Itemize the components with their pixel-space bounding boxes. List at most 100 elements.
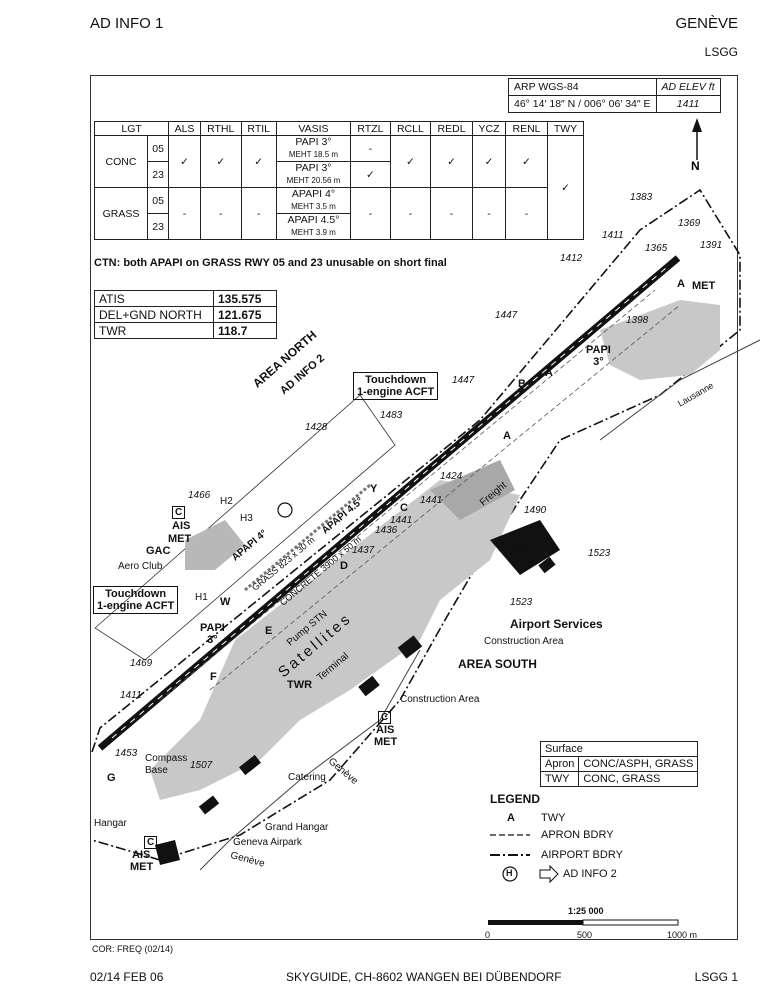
elev-1523-c: 1523: [510, 597, 533, 608]
surface-title: Surface: [539, 741, 699, 757]
building-block: [239, 754, 261, 776]
caution-note: CTN: both APAPI on GRASS RWY 05 and 23 u…: [94, 257, 447, 269]
construction-label-2: Construction Area: [400, 694, 480, 705]
legend-heliport-icon: [502, 866, 518, 882]
legend-adinfo: AD INFO 2: [563, 868, 617, 880]
icao-code: LSGG: [704, 45, 738, 59]
legend-arrow-icon: [539, 864, 559, 884]
airport-boundary: [91, 188, 741, 861]
road-geneve: [199, 649, 421, 871]
aero-club-label: Aero Club: [118, 561, 163, 572]
ycz-grass: -: [472, 187, 507, 240]
met-label-n: MET: [168, 533, 192, 545]
construction-label-1: Construction Area: [484, 636, 564, 647]
page-header-left: AD INFO 1: [90, 15, 164, 32]
apron-main: [150, 480, 520, 800]
twy-y-label: Y: [370, 483, 378, 495]
renl-grass: -: [505, 187, 548, 240]
meht-g23: MEHT 3.9 m: [291, 228, 336, 237]
page-header-right: GENÈVE: [675, 15, 738, 32]
area-south-label: AREA SOUTH: [458, 657, 537, 671]
footer-left: 02/14 FEB 06: [90, 970, 164, 984]
elev-1453: 1453: [115, 748, 138, 759]
surface-apron-val: CONC/ASPH, GRASS: [578, 756, 699, 772]
legend-a: A: [507, 812, 515, 824]
met-label-ne: MET: [692, 280, 716, 292]
scale-500: 500: [577, 930, 593, 940]
elev-1369: 1369: [678, 218, 701, 229]
elev-1398: 1398: [626, 315, 649, 326]
elev-1436: 1436: [375, 525, 398, 536]
area-north-box: [94, 394, 396, 661]
elev-1383: 1383: [630, 192, 653, 203]
ais-label-sw: AIS: [132, 849, 151, 861]
met-label-s: MET: [374, 736, 398, 748]
arp-title: ARP WGS-84: [508, 78, 657, 96]
elev-1437: 1437: [352, 545, 375, 556]
elev-1466: 1466: [188, 490, 211, 501]
renl-conc: ✓: [505, 135, 548, 188]
taxiway-parallel-2: [209, 304, 681, 691]
runway-centerline: [111, 267, 667, 739]
airport-services-label: Airport Services: [510, 617, 603, 631]
elev-1447-b: 1447: [452, 375, 475, 386]
ais-c-box: C: [172, 506, 186, 519]
legend-title: LEGEND: [490, 792, 541, 806]
col-rthl: RTHL: [199, 121, 242, 136]
elev-1469: 1469: [130, 658, 153, 669]
arp-table: ARP WGS-84 AD ELEV ft 46° 14′ 18″ N / 00…: [508, 78, 721, 113]
scale-bar: [488, 919, 679, 926]
twy-a-label-3: A: [677, 278, 685, 290]
vasis-c05-text: PAPI 3°: [295, 136, 332, 148]
surface-twy-val: CONC, GRASS: [578, 771, 699, 787]
twy-g-label: G: [107, 772, 116, 784]
north-label: N: [691, 159, 700, 173]
twy-w-label: W: [220, 596, 231, 608]
arp-coords: 46° 14′ 18″ N / 006° 06′ 34″ E: [508, 95, 657, 113]
ycz-conc: ✓: [472, 135, 507, 188]
rthl-conc: ✓: [199, 135, 242, 188]
apron-freight: [430, 460, 515, 520]
geneva-airpark-label: Geneva Airpark: [233, 837, 302, 848]
col-lgt: LGT: [93, 121, 170, 136]
elev-1441-b: 1441: [390, 515, 413, 526]
elev-1483: 1483: [380, 410, 403, 421]
correction-note: COR: FREQ (02/14): [92, 944, 174, 954]
h2-label: H2: [220, 496, 233, 507]
rcll-conc: ✓: [389, 135, 432, 188]
redl-grass: -: [430, 187, 474, 240]
chart-frame: [90, 75, 738, 940]
rwy-g23: 23: [147, 213, 170, 240]
north-arrow-icon: N: [691, 118, 702, 173]
ais-c-box-s: C: [378, 711, 392, 724]
elev-1411-n: 1411: [602, 230, 624, 241]
building-block: [198, 795, 220, 815]
elev-1447: 1447: [495, 310, 518, 321]
rthl-grass: -: [199, 187, 242, 240]
legend-apron: APRON BDRY: [541, 829, 614, 841]
elev-1441: 1441: [420, 495, 443, 506]
grass-runway: [244, 483, 371, 592]
freq-value: 118.7: [213, 322, 277, 339]
footer-center: SKYGUIDE, CH-8602 WANGEN BEI DÜBENDORF: [286, 970, 562, 984]
twy-e-label: E: [265, 625, 273, 637]
elev-1365: 1365: [645, 243, 668, 254]
legend-airport: AIRPORT BDRY: [541, 849, 623, 861]
elev-1490: 1490: [524, 505, 547, 516]
meht-c05: MEHT 18.5 m: [288, 150, 339, 159]
building-block: [397, 635, 423, 659]
row-grass: GRASS: [93, 187, 149, 240]
vasis-g05-text: APAPI 4°: [291, 188, 336, 200]
met-label-sw: MET: [130, 861, 154, 873]
twy-d-label: D: [340, 560, 348, 572]
road-lausanne: [599, 339, 761, 441]
twy-b-label: B: [518, 378, 526, 390]
